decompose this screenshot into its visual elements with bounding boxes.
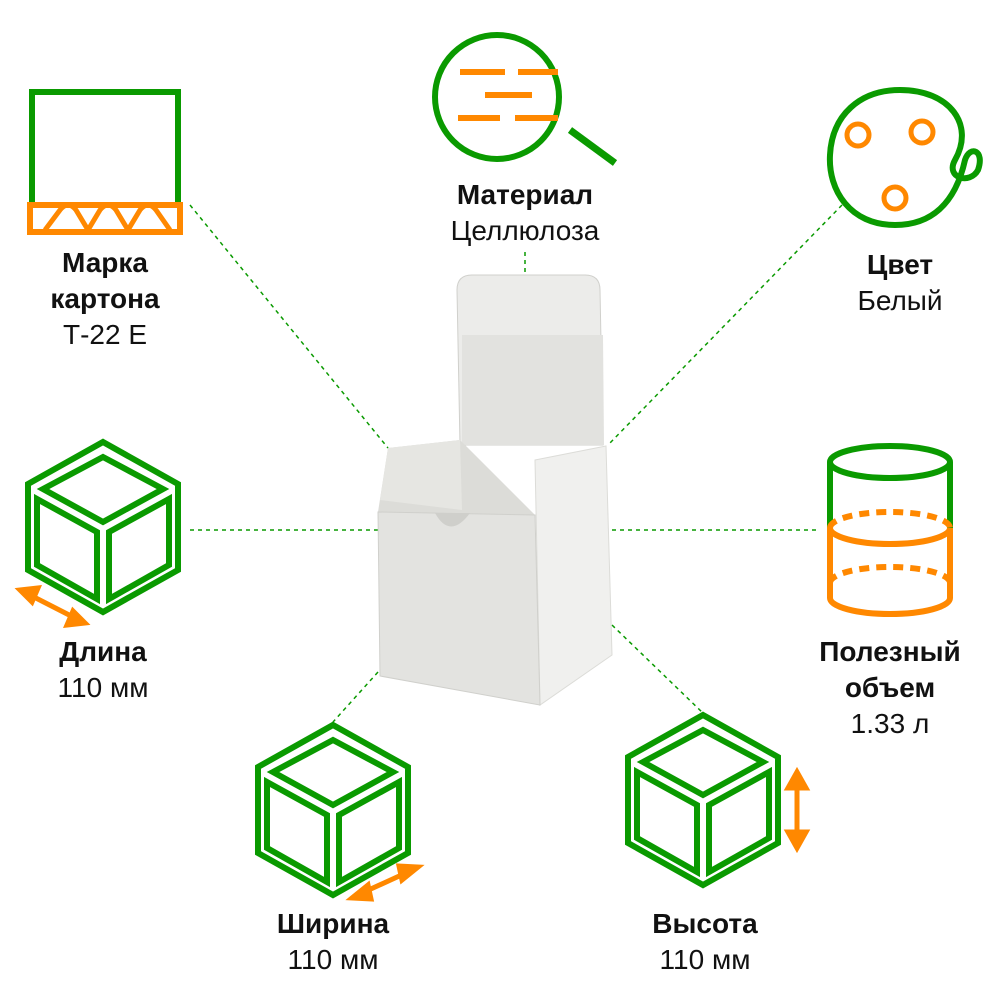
material-value: Целлюлоза — [450, 215, 600, 246]
height-value: 110 мм — [659, 944, 751, 975]
corrugated-board-icon — [27, 89, 183, 235]
length-value: 110 мм — [57, 672, 149, 703]
volume-title-2: объем — [844, 672, 936, 703]
connector-lines — [189, 204, 843, 723]
grade-title-2: картона — [50, 283, 160, 314]
volume-title: Полезный — [819, 636, 961, 667]
cube-height-icon — [628, 715, 811, 885]
cylinder-icon — [827, 443, 953, 617]
material-label: Материал Целлюлоза — [451, 177, 600, 249]
grade-title: Марка — [62, 247, 148, 278]
color-title: Цвет — [866, 249, 934, 280]
grade-value: Т-22 Е — [62, 319, 148, 350]
length-title: Длина — [59, 636, 147, 667]
color-label: Цвет Белый — [857, 247, 942, 319]
grade-label: Марка картона Т-22 Е — [50, 245, 159, 353]
palette-icon — [826, 86, 983, 229]
width-value: 110 мм — [287, 944, 379, 975]
product-box-image — [377, 274, 613, 706]
length-label: Длина 110 мм — [58, 634, 149, 706]
color-value: Белый — [857, 285, 943, 316]
cube-width-icon — [258, 725, 425, 902]
height-label: Высота 110 мм — [652, 906, 757, 978]
width-label: Ширина 110 мм — [277, 906, 389, 978]
material-title: Материал — [456, 179, 594, 210]
width-title: Ширина — [276, 908, 390, 939]
volume-label: Полезный объем 1.33 л — [819, 634, 960, 742]
magnifier-icon — [432, 32, 618, 166]
height-title: Высота — [652, 908, 758, 939]
volume-value: 1.33 л — [850, 708, 930, 739]
cube-length-icon — [14, 442, 178, 628]
